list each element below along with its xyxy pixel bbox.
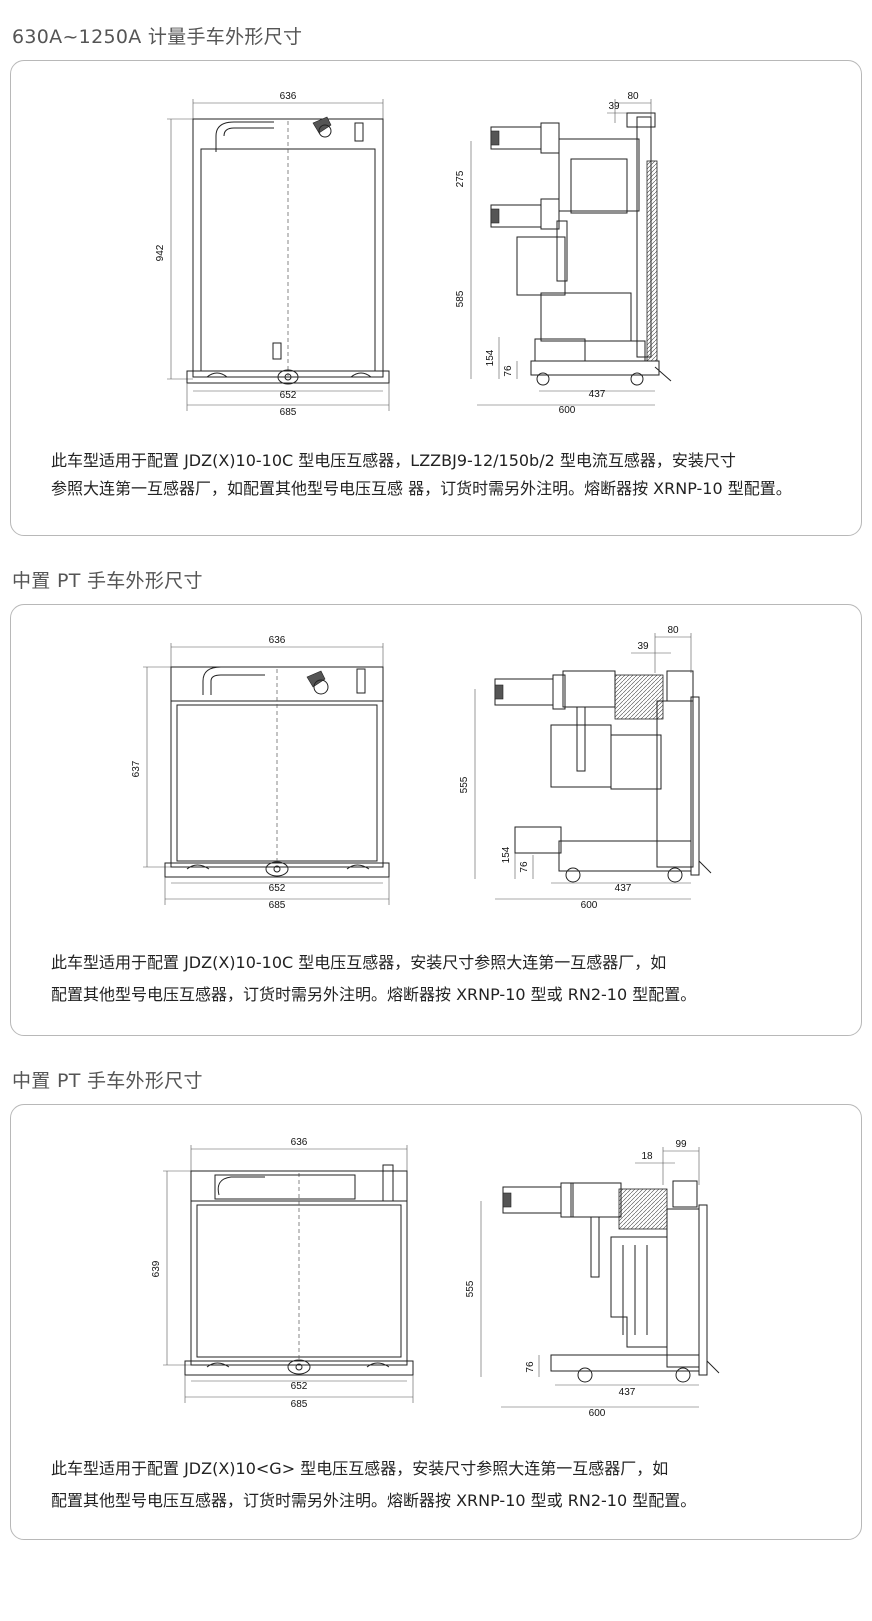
- s2-side-dim-outer: 600: [581, 900, 598, 911]
- s1-side-dim-inner: 437: [589, 389, 606, 400]
- section-3-title: 中置 PT 手车外形尺寸: [12, 1070, 203, 1092]
- section-1-title: 630A~1250A 计量手车外形尺寸: [12, 26, 303, 48]
- section-1-drawing: 636 942 652 685 80: [155, 91, 672, 418]
- s3-side-dim-inner: 437: [619, 1387, 636, 1398]
- s1-front-dim-outer: 685: [280, 407, 297, 418]
- section-2-drawing: 636 637 652 685 80: [131, 625, 712, 911]
- s3-front-dim-outer: 685: [291, 1399, 308, 1410]
- s3-side-dim-top-a: 18: [641, 1151, 653, 1162]
- section-3-desc-line-2: 配置其他型号电压互感器，订货时需另外注明。熔断器按 XRNP-10 型或 RN2…: [51, 1491, 697, 1510]
- section-2-front-view: 636 637 652 685: [131, 635, 390, 911]
- s2-side-dim-h4: 76: [519, 861, 530, 873]
- s1-side-dim-top-b: 80: [627, 91, 639, 102]
- section-1-front-view: 636 942 652 685: [155, 91, 390, 418]
- s3-front-dim-height: 639: [151, 1260, 162, 1277]
- s1-side-dim-h4: 76: [503, 365, 514, 377]
- section-2-panel: 636 637 652 685 80: [10, 604, 862, 1036]
- s3-side-dim-h4: 76: [525, 1361, 536, 1373]
- s3-side-dim-top-b: 99: [675, 1139, 687, 1150]
- s2-side-dim-h2: 555: [459, 776, 470, 793]
- s1-side-dim-top-a: 39: [608, 101, 620, 112]
- section-3-front-view: 636 639 652 685: [151, 1137, 414, 1410]
- section-3-drawing: 636 639 652 685 99 1: [151, 1137, 720, 1419]
- section-1-side-view: 80 39 275 585 154: [455, 91, 672, 416]
- section-2-side-view: 80 39 555 154 76: [459, 625, 712, 911]
- section-3-desc-line-1: 此车型适用于配置 JDZ(X)10<G> 型电压互感器，安装尺寸参照大连第一互感…: [51, 1459, 669, 1478]
- s3-front-dim-inner: 652: [291, 1381, 308, 1392]
- s1-front-dim-top: 636: [280, 91, 297, 102]
- s2-front-dim-outer: 685: [269, 900, 286, 911]
- s1-side-dim-outer: 600: [559, 405, 576, 416]
- s1-side-dim-h3: 154: [485, 349, 496, 366]
- s1-front-dim-inner: 652: [280, 390, 297, 401]
- s2-front-dim-height: 637: [131, 760, 142, 777]
- s2-side-dim-h3: 154: [501, 846, 512, 863]
- section-3-panel: 636 639 652 685 99 1: [10, 1104, 862, 1540]
- section-2-desc-line-1: 此车型适用于配置 JDZ(X)10-10C 型电压互感器，安装尺寸参照大连第一互…: [51, 953, 667, 972]
- section-3-side-view: 99 18 555 76 437: [465, 1139, 720, 1419]
- s2-side-dim-top-a: 39: [637, 641, 649, 652]
- section-2-title: 中置 PT 手车外形尺寸: [12, 570, 203, 592]
- s1-side-dim-h1: 275: [455, 170, 466, 187]
- s1-front-dim-height: 942: [155, 244, 166, 261]
- section-2-desc-line-2: 配置其他型号电压互感器，订货时需另外注明。熔断器按 XRNP-10 型或 RN2…: [51, 985, 697, 1004]
- s2-front-dim-inner: 652: [269, 883, 286, 894]
- section-1-panel: 636 942 652 685 80: [10, 60, 862, 536]
- s2-front-dim-top: 636: [269, 635, 286, 646]
- s2-side-dim-inner: 437: [615, 883, 632, 894]
- section-1-desc-line-1: 此车型适用于配置 JDZ(X)10-10C 型电压互感器，LZZBJ9-12/1…: [51, 451, 736, 470]
- s3-side-dim-h2: 555: [465, 1280, 476, 1297]
- section-1-desc-line-2: 参照大连第一互感器厂，如配置其他型号电压互感 器，订货时需另外注明。熔断器按 X…: [51, 479, 792, 498]
- s3-front-dim-top: 636: [291, 1137, 308, 1148]
- s3-side-dim-outer: 600: [589, 1408, 606, 1419]
- s1-side-dim-h2: 585: [455, 290, 466, 307]
- s2-side-dim-top-b: 80: [667, 625, 679, 636]
